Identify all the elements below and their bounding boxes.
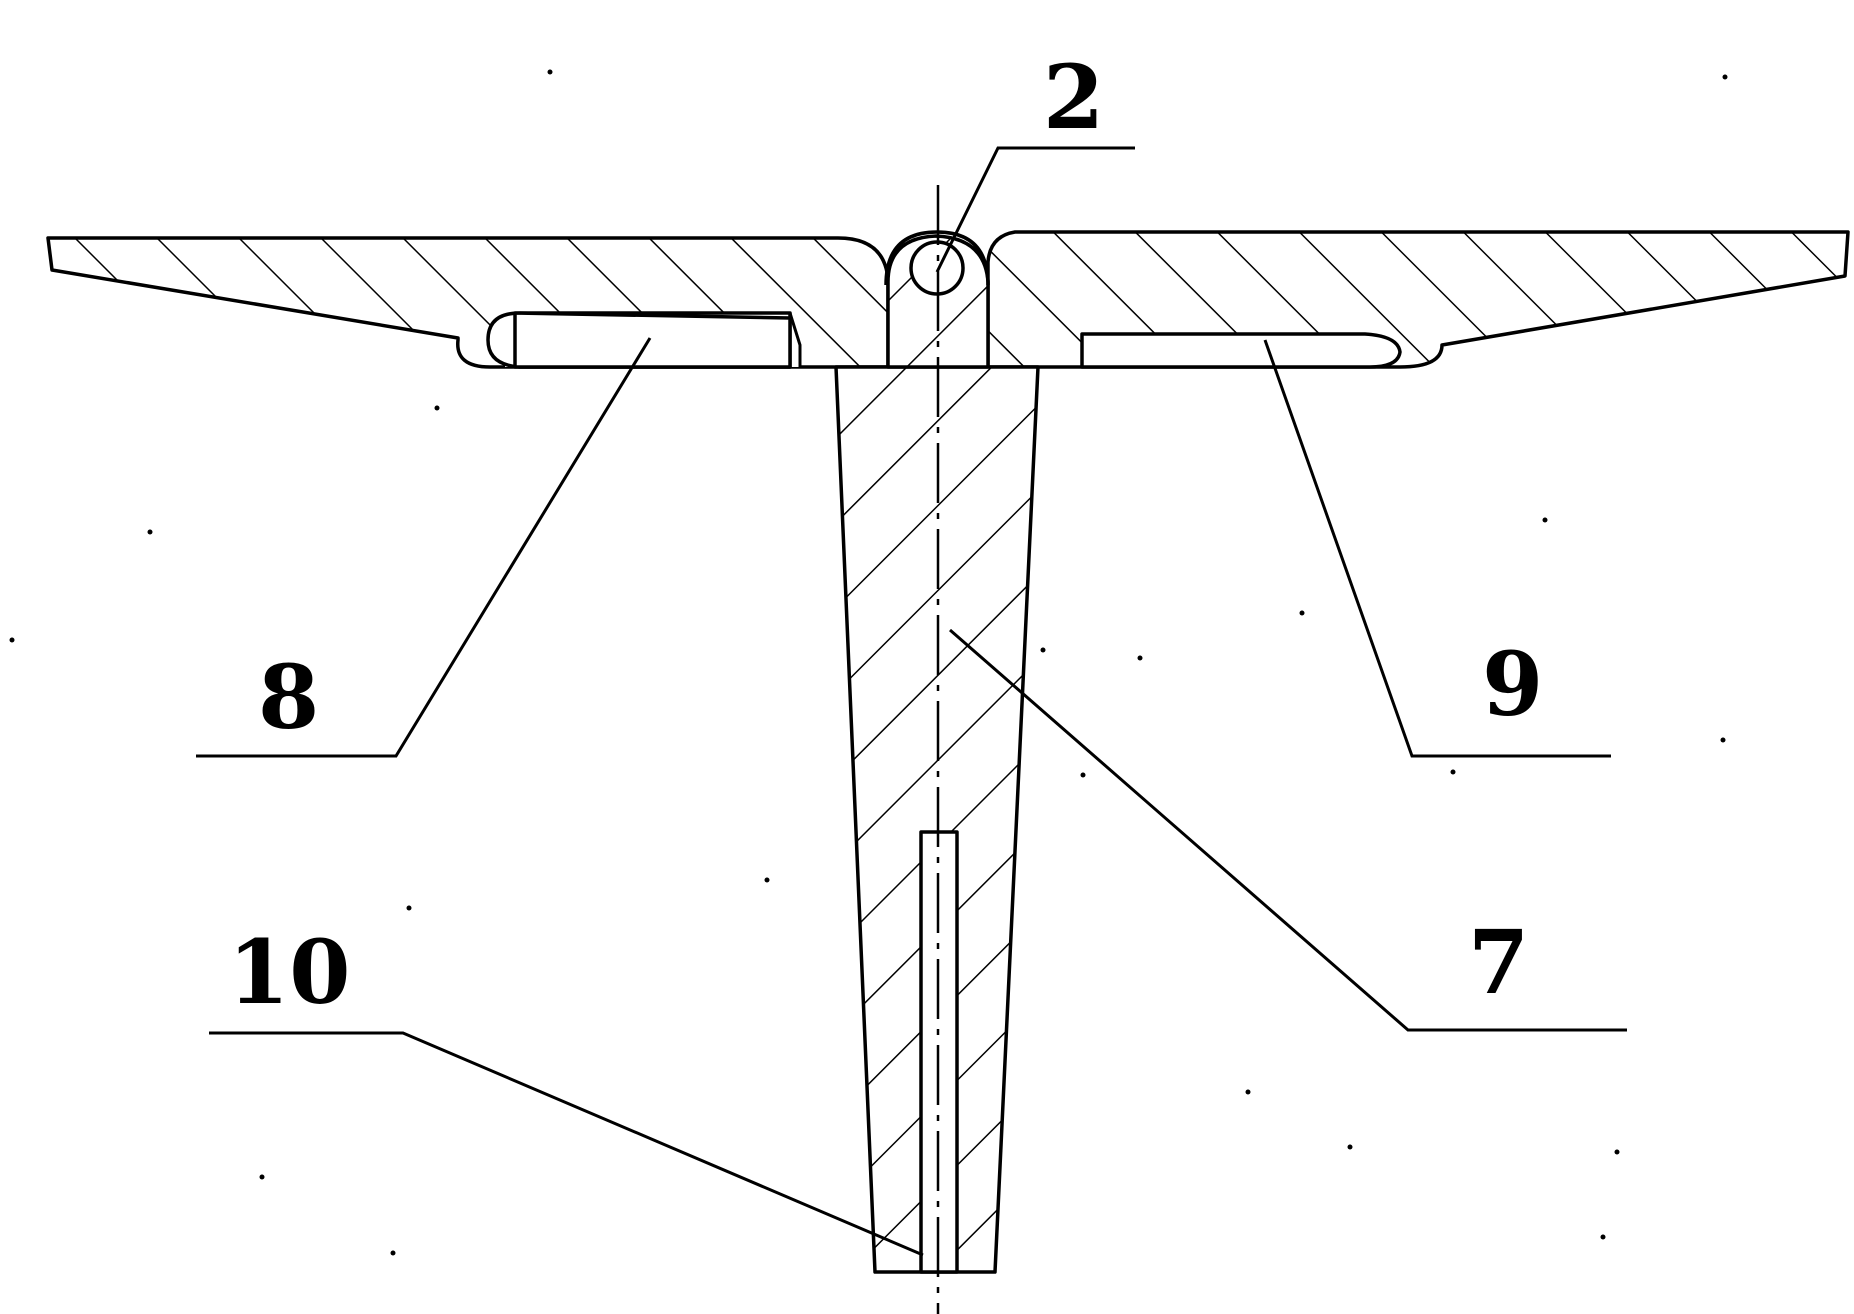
label-part-8: 8 bbox=[258, 645, 319, 749]
left-plate bbox=[46, 236, 890, 369]
label-part-2: 2 bbox=[1043, 45, 1104, 149]
right-plate bbox=[986, 230, 1850, 369]
leader-lines bbox=[196, 146, 1627, 1257]
leader-10 bbox=[209, 1031, 924, 1257]
label-part-10: 10 bbox=[228, 920, 350, 1024]
scan-specks bbox=[9, 69, 1728, 1256]
leader-7 bbox=[949, 628, 1627, 1032]
label-part-7: 7 bbox=[1468, 910, 1529, 1014]
leader-9 bbox=[1263, 339, 1611, 758]
leader-2 bbox=[935, 146, 1135, 273]
label-part-9: 9 bbox=[1482, 632, 1543, 736]
leader-8 bbox=[196, 337, 652, 758]
